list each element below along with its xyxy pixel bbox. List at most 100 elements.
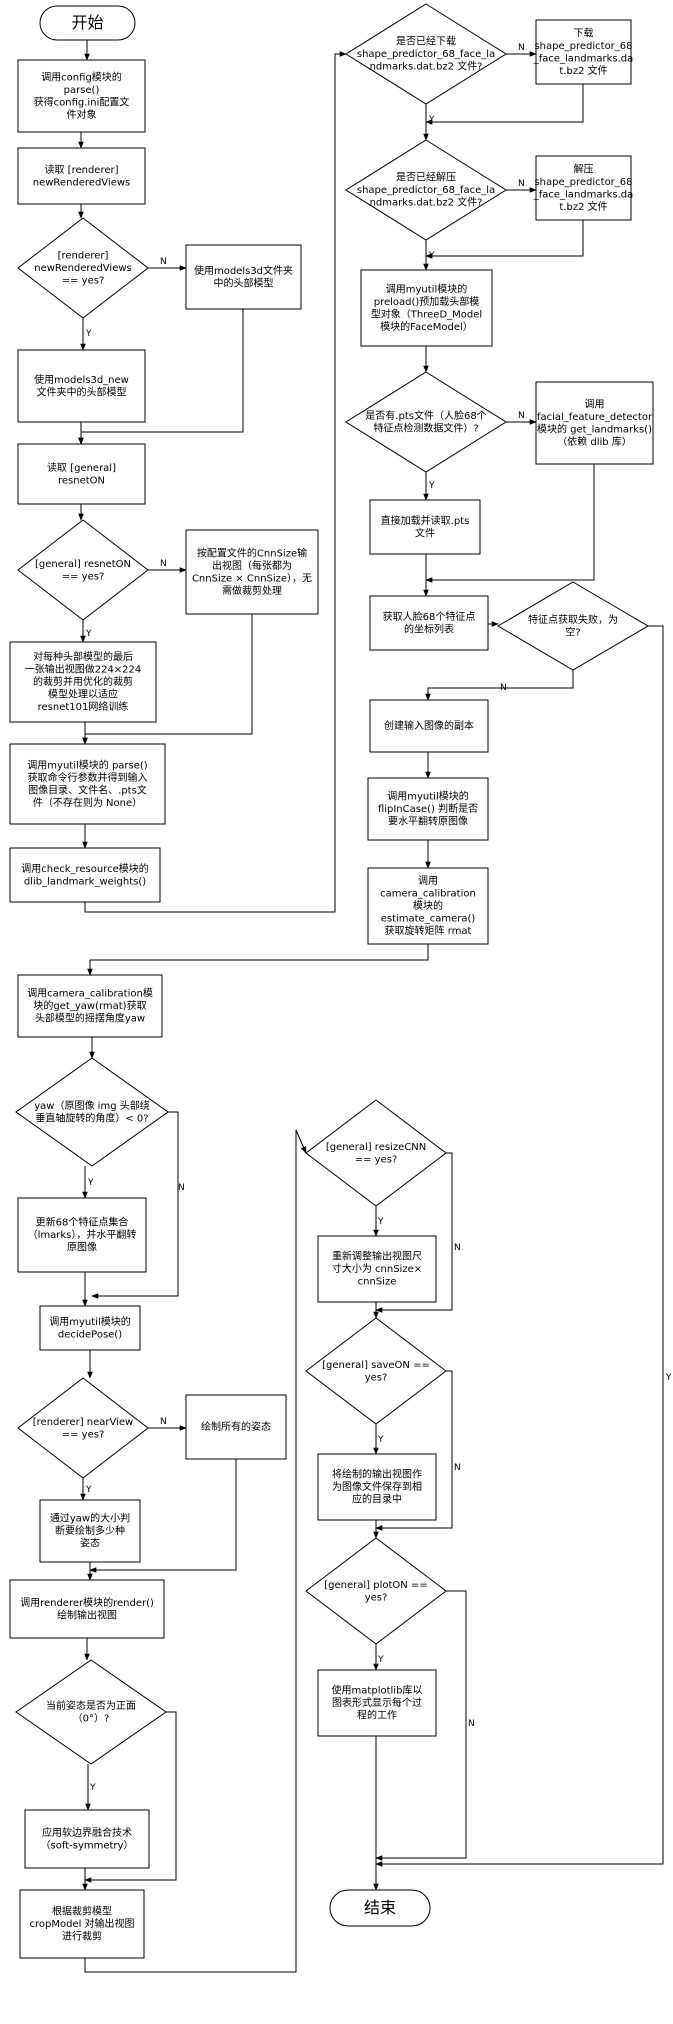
node-d2-line: yaw（原图像 img 头部绕	[34, 1099, 149, 1112]
node-r4-label: 将绘制的输出视图作为图像文件保存到相应的目录中	[332, 1468, 422, 1506]
node-r1-shape	[305, 1099, 447, 1207]
yn-label-2: N	[160, 559, 167, 569]
node-c6b-line: 出视图（每张都为	[212, 559, 292, 572]
node-c3-line: == yes?	[62, 276, 105, 287]
node-c7-line: 一张输出视图做224×224	[25, 663, 142, 676]
node-c2-line: 读取 [renderer]	[44, 163, 118, 176]
node-m5-shape	[369, 499, 481, 555]
node-d10-shape	[19, 1889, 145, 1959]
node-d6-label: 通过yaw的大小判断要绘制多少种姿态	[50, 1512, 130, 1550]
node-c6b-shape	[185, 529, 319, 615]
node-m1-line: shape_predictor_68_face_la	[357, 49, 495, 60]
node-d9-line: （soft-symmetry）	[41, 1839, 134, 1851]
node-c6-line: == yes?	[62, 571, 105, 582]
node-m9-line: estimate_camera()	[381, 914, 476, 925]
edge-51	[375, 1590, 467, 1861]
node-m6d-label: 特征点获取失败，为空?	[528, 613, 618, 639]
node-c3b-line: 使用models3d文件夹	[194, 264, 293, 277]
edge-40	[84, 1711, 177, 1883]
node-d10-line: 进行裁剪	[62, 1930, 102, 1943]
node-d7-shape	[9, 1579, 165, 1639]
flowchart-shapes	[9, 3, 654, 1959]
node-c1-line: parse()	[64, 85, 100, 96]
node-m6-line: 获取人脸68个特征点	[383, 610, 476, 623]
node-start-line: 开始	[71, 13, 103, 32]
node-end-shape	[329, 1889, 431, 1927]
yn-label-9: Y	[428, 481, 435, 491]
node-c8-line: 调用myutil模块的 parse()	[27, 758, 148, 771]
node-r2-shape	[317, 1235, 437, 1303]
node-m6-shape	[369, 595, 489, 651]
node-d3-label: 更新68个特征点集合（lmarks），并水平翻转原图像	[28, 1216, 137, 1254]
node-m6d-line: 空?	[565, 625, 580, 638]
yn-label-16: Y	[89, 1783, 96, 1793]
node-c6b-line: 按配置文件的CnnSize输	[197, 546, 307, 559]
node-d1-line: 块的get_yaw(rmat)获取	[33, 999, 146, 1012]
node-c1-line: 件对象	[67, 108, 97, 121]
edge-43	[84, 1129, 307, 1973]
edge-19	[425, 220, 584, 259]
node-d8-label: 当前姿态是否为正面（0°）?	[46, 1699, 136, 1725]
node-c8-label: 调用myutil模块的 parse()获取命令行参数并得到输入图像目录、文件名、…	[27, 758, 148, 809]
node-d7-line: 绘制输出视图	[57, 1608, 117, 1621]
node-d9-shape	[24, 1809, 150, 1869]
node-r1-line: == yes?	[355, 1154, 398, 1165]
node-d10-line: 根据裁剪模型	[52, 1905, 112, 1918]
node-r6-line: 程的工作	[357, 1709, 397, 1722]
edge-13	[84, 51, 347, 913]
node-r3-label: [general] saveON ==yes?	[322, 1360, 430, 1384]
node-m5-line: 直接加载并读取.pts	[381, 514, 470, 527]
node-d5b-line: 绘制所有的姿态	[201, 1420, 271, 1433]
node-d6-line: 通过yaw的大小判	[50, 1512, 130, 1525]
node-d1-shape	[17, 974, 163, 1038]
node-m9-shape	[367, 867, 489, 945]
node-c9-line: 调用check_resource模块的	[21, 862, 149, 875]
node-m5-line: 文件	[415, 526, 435, 539]
yn-label-19: Y	[377, 1435, 384, 1445]
node-start-label: 开始	[71, 13, 103, 32]
yn-label-21: Y	[377, 1655, 384, 1665]
yn-label-22: N	[468, 1719, 475, 1729]
node-c6-label: [general] resnetON== yes?	[35, 559, 131, 583]
node-d2-label: yaw（原图像 img 头部绕垂直轴旋转的角度）< 0?	[34, 1099, 149, 1125]
yn-label-15: Y	[85, 1485, 92, 1495]
node-m4b-shape	[535, 381, 654, 465]
node-m7-label: 创建输入图像的副本	[384, 719, 474, 732]
node-c6-line: [general] resnetON	[35, 559, 131, 570]
node-r1-line: [general] resizeCNN	[326, 1142, 426, 1153]
node-c8-shape	[9, 743, 166, 825]
node-m2b-line: 解压	[574, 162, 594, 175]
node-c7-line: 对每种头部模型的最后	[33, 650, 133, 663]
node-r2-line: 重新调整输出视图尺	[332, 1250, 422, 1263]
node-m4-shape	[345, 371, 507, 473]
node-d3-line: 更新68个特征点集合	[36, 1216, 129, 1229]
node-d3-line: 原图像	[67, 1242, 97, 1254]
node-m1b-shape	[535, 19, 632, 85]
node-d3-line: （lmarks），并水平翻转	[28, 1228, 137, 1241]
yn-label-4: N	[518, 43, 525, 53]
node-c6b-line: 需做裁剪处理	[222, 584, 282, 597]
node-r3-shape	[305, 1317, 447, 1425]
node-m1-shape	[345, 3, 507, 105]
node-d10-line: cropModel 对输出视图	[29, 1917, 134, 1930]
node-m7-line: 创建输入图像的副本	[384, 719, 474, 732]
node-end-label: 结束	[364, 1898, 396, 1917]
node-start-shape	[39, 5, 136, 41]
node-r1-label: [general] resizeCNN== yes?	[326, 1142, 426, 1166]
node-c4-line: 文件夹中的头部模型	[37, 385, 127, 398]
node-c7-line: 模型处理以适应	[48, 688, 118, 701]
node-d1-line: 调用camera_calibration模	[27, 988, 153, 1000]
node-m9-line: 调用	[418, 875, 438, 887]
node-d9-label: 应用软边界融合技术（soft-symmetry）	[41, 1826, 134, 1852]
node-d6-line: 姿态	[80, 1537, 100, 1550]
node-d5b-shape	[185, 1394, 287, 1460]
node-m3-line: 调用myutil模块的	[386, 282, 467, 295]
node-c4-line: 使用models3d_new	[34, 373, 129, 386]
node-c6b-line: CnnSize × CnnSize），无	[192, 572, 312, 584]
